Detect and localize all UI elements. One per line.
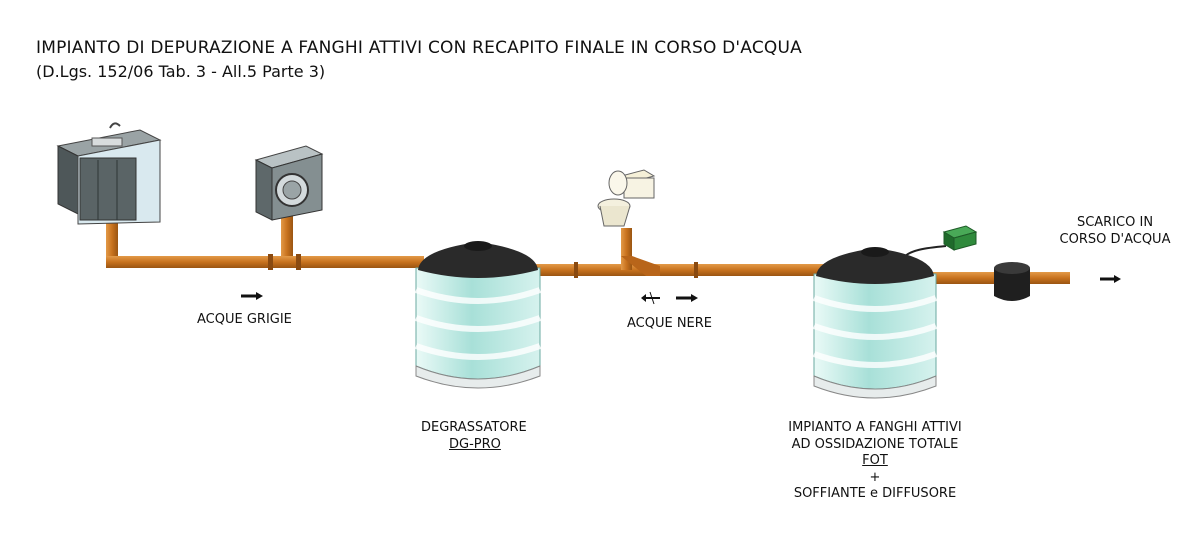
plant-label-line1: IMPIANTO A FANGHI ATTIVI: [788, 420, 962, 435]
diagram-subtitle: (D.Lgs. 152/06 Tab. 3 - All.5 Parte 3): [36, 62, 326, 81]
degreaser-model-label: DG-PRO: [449, 437, 501, 452]
plant-label-block: IMPIANTO A FANGHI ATTIVI AD OSSIDAZIONE …: [770, 420, 980, 503]
plant-label-model: FOT: [862, 453, 888, 468]
pipe-toilet-drop: [621, 228, 632, 270]
toilet-icon: [597, 169, 656, 227]
degreaser-label: DEGRASSATORE: [421, 420, 527, 435]
pipe-toilet-bend: [621, 256, 660, 276]
pipe-joint: [296, 254, 301, 270]
activated-sludge-tank-icon: [812, 247, 938, 399]
flow-arrow-black: [641, 291, 698, 305]
grey-water-label: ACQUE GRIGIE: [197, 312, 292, 327]
discharge-label-line1: SCARICO IN: [1076, 215, 1154, 230]
pipe-sink-drop: [106, 222, 118, 266]
washing-machine-icon: [254, 145, 324, 221]
degreaser-tank-icon: [414, 241, 542, 389]
blower-icon: [942, 225, 978, 251]
pipe-joint: [268, 254, 273, 270]
black-water-label: ACQUE NERE: [627, 316, 713, 331]
pipe-joint: [694, 262, 698, 278]
diagram-title: IMPIANTO DI DEPURAZIONE A FANGHI ATTIVI …: [36, 38, 802, 58]
discharge-label-line2: CORSO D'ACQUA: [1059, 232, 1171, 247]
pipe-washer-drop: [281, 216, 293, 266]
pipe-joint: [574, 262, 578, 278]
pipe-network: [106, 216, 1070, 284]
pipe-grey-main: [106, 256, 424, 268]
discharge-label-block: SCARICO IN CORSO D'ACQUA: [1050, 214, 1180, 248]
plant-label-line2: AD OSSIDAZIONE TOTALE: [791, 436, 959, 452]
inspection-well-icon: [994, 262, 1030, 301]
pipe-to-well: [932, 272, 996, 284]
pipe-discharge: [1030, 272, 1070, 284]
flow-arrow-discharge: [1100, 275, 1121, 283]
flow-arrow-grey: [241, 292, 263, 300]
plant-label-plus: +: [869, 469, 881, 485]
plant-label-line5: SOFFIANTE e DIFFUSORE: [793, 486, 957, 501]
kitchen-sink-icon: [56, 122, 162, 225]
pipe-middle: [536, 264, 824, 276]
